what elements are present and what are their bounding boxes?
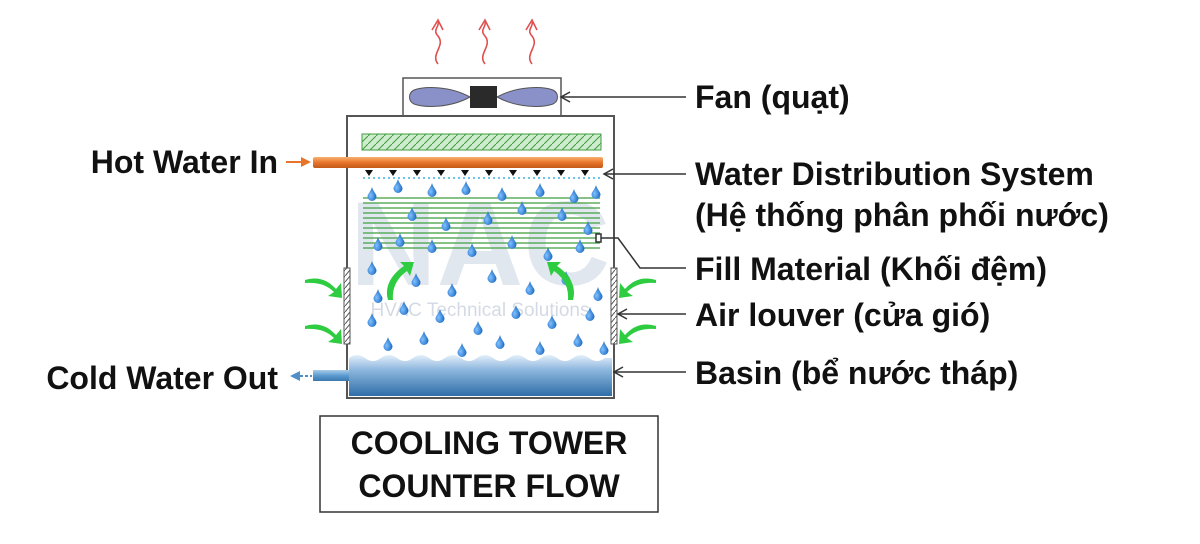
spray-nozzle-icon bbox=[581, 170, 589, 176]
louver-leader-arrow bbox=[616, 308, 628, 320]
water-drop-icon bbox=[497, 187, 507, 201]
water-drop-icon bbox=[435, 309, 445, 323]
water-drop-icon bbox=[383, 337, 393, 351]
fan-label: Fan (quạt) bbox=[695, 79, 850, 115]
water-drop-icon bbox=[543, 247, 553, 261]
water-drop-icon bbox=[411, 273, 421, 287]
air-louver-right bbox=[610, 267, 618, 345]
spray-nozzle-icon bbox=[413, 170, 421, 176]
water-drop-icon bbox=[535, 183, 545, 197]
hot-water-flow-arrow bbox=[286, 157, 311, 167]
fan-icon bbox=[409, 86, 558, 108]
air-inflow-arrow-icon bbox=[305, 278, 342, 298]
water-drop-icon bbox=[487, 269, 497, 283]
spray-nozzle-icon bbox=[437, 170, 445, 176]
water-drop-icon bbox=[395, 233, 405, 247]
water-drop-icon bbox=[525, 281, 535, 295]
water-drop-icon bbox=[535, 341, 545, 356]
cold-water-pipe bbox=[313, 370, 349, 381]
water-drop-icon bbox=[575, 239, 585, 253]
cold-water-flow-arrow bbox=[290, 371, 312, 381]
water-drop-icon bbox=[461, 181, 471, 195]
watermark-text: HVAC Technical Solutions bbox=[371, 300, 590, 321]
water-drop-icon bbox=[399, 301, 409, 315]
spray-nozzle-icon bbox=[533, 170, 541, 176]
water-distribution-label-line1: Water Distribution System bbox=[695, 156, 1094, 192]
air-louver-left bbox=[343, 267, 351, 345]
leader-lines bbox=[559, 91, 686, 378]
air-rising-arrow-icon bbox=[547, 262, 575, 300]
drift-eliminator bbox=[361, 133, 602, 151]
distribution-leader-arrow bbox=[602, 168, 614, 180]
basin-leader-arrow bbox=[612, 366, 624, 378]
spray-nozzle-icon bbox=[557, 170, 565, 176]
spray-nozzle-icon bbox=[509, 170, 517, 176]
water-drop-icon bbox=[511, 305, 521, 320]
fill-leader-line bbox=[598, 237, 686, 269]
warm-air-arrow-icon bbox=[525, 18, 538, 65]
fan-leader-arrow bbox=[559, 91, 571, 103]
warm-air-arrows bbox=[431, 18, 538, 65]
spray-nozzle-icon bbox=[389, 170, 397, 176]
spray-nozzle-icon bbox=[485, 170, 493, 176]
water-drop-icon bbox=[483, 211, 493, 225]
title-box bbox=[319, 415, 659, 513]
water-drop-icon bbox=[427, 239, 437, 253]
water-distribution-label-line2: (Hệ thống phân phối nước) bbox=[695, 197, 1109, 233]
air-inflow-arrows bbox=[305, 262, 656, 344]
water-drop-icon bbox=[467, 243, 477, 257]
water-drop-icon bbox=[373, 289, 383, 303]
title-line2: COUNTER FLOW bbox=[358, 468, 620, 504]
warm-air-arrow-icon bbox=[478, 18, 491, 65]
water-drop-icon bbox=[495, 335, 505, 349]
air-rising-arrow-icon bbox=[386, 262, 414, 300]
basin-water bbox=[349, 355, 612, 396]
water-drop-icon bbox=[517, 201, 527, 215]
water-drop-icon bbox=[367, 313, 377, 327]
water-drop-icon bbox=[367, 187, 377, 201]
air-inflow-arrow-icon bbox=[305, 324, 342, 344]
water-drop-icon bbox=[457, 343, 467, 357]
watermark: NAC HVAC Technical Solutions bbox=[350, 177, 610, 321]
water-drop-icon bbox=[407, 207, 417, 221]
spray-nozzles bbox=[365, 170, 589, 176]
water-drop-icon bbox=[473, 321, 483, 335]
spray-nozzle-icon bbox=[461, 170, 469, 176]
water-drop-icon bbox=[593, 287, 603, 302]
fill-leader-marker bbox=[595, 233, 602, 243]
title-line1: COOLING TOWER bbox=[351, 425, 628, 461]
spray-nozzle-icon bbox=[365, 170, 373, 176]
warm-air-arrow-icon bbox=[431, 18, 444, 65]
water-drop-icon bbox=[583, 221, 593, 235]
water-drop-icon bbox=[441, 217, 451, 231]
water-drop-icon bbox=[419, 331, 429, 345]
water-drop-icon bbox=[599, 341, 609, 356]
water-drop-icon bbox=[547, 315, 557, 329]
cold-water-out-label: Cold Water Out bbox=[46, 360, 278, 396]
water-drop-icon bbox=[427, 183, 437, 197]
water-drop-icon bbox=[569, 189, 579, 203]
hot-water-pipe bbox=[313, 157, 603, 168]
basin-label: Basin (bể nước tháp) bbox=[695, 355, 1018, 391]
air-inflow-arrow-icon bbox=[619, 278, 656, 298]
water-drops bbox=[367, 179, 609, 357]
water-drop-icon bbox=[591, 185, 601, 199]
water-drop-icon bbox=[367, 261, 377, 275]
water-drop-icon bbox=[393, 179, 403, 193]
water-drop-icon bbox=[447, 283, 457, 297]
air-louver-label: Air louver (cửa gió) bbox=[695, 297, 990, 333]
water-drop-icon bbox=[507, 235, 517, 249]
water-drop-icon bbox=[585, 307, 595, 321]
hot-water-in-label: Hot Water In bbox=[91, 144, 278, 180]
air-inflow-arrow-icon bbox=[619, 324, 656, 344]
fan-housing bbox=[402, 77, 562, 117]
water-drop-icon bbox=[557, 207, 567, 221]
water-drop-icon bbox=[573, 333, 583, 347]
fill-material-label: Fill Material (Khối đệm) bbox=[695, 251, 1047, 287]
water-drop-icon bbox=[373, 237, 383, 251]
